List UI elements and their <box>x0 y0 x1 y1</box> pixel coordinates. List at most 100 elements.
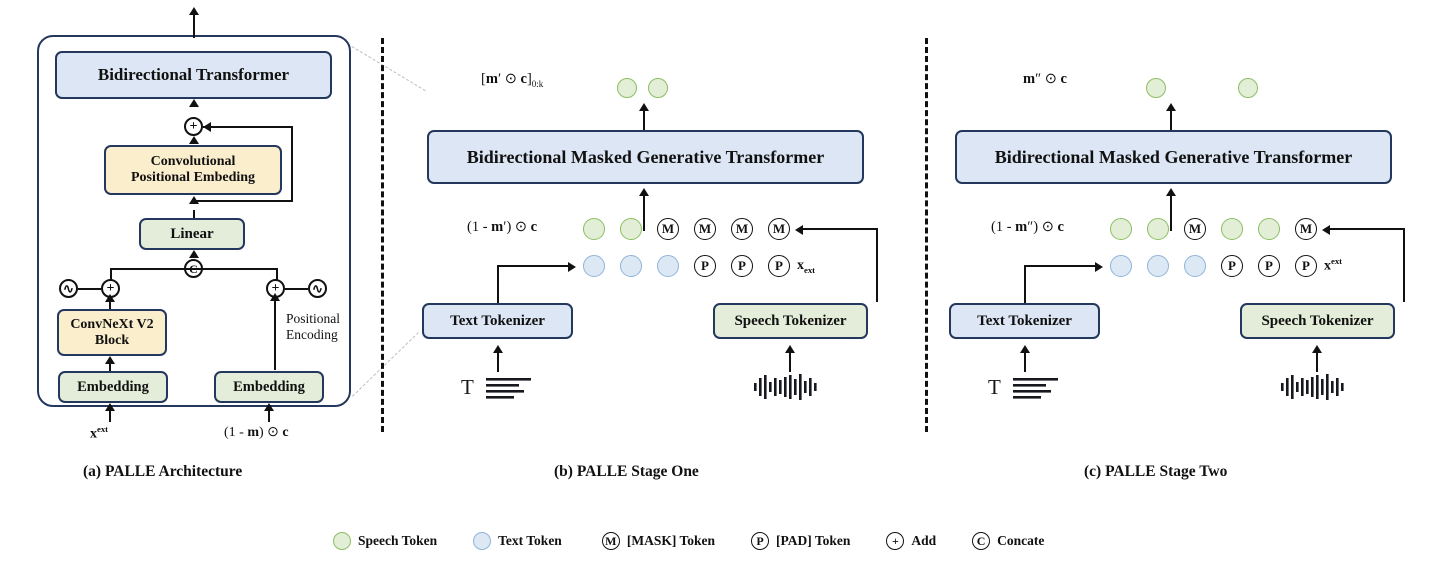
panel-c-text-arrow-h <box>1024 265 1097 267</box>
panel-a-conv-out-arrowhead <box>189 136 199 144</box>
add-icon: + <box>886 532 905 550</box>
panel-c-text-tokenizer-in-arrowhead <box>1020 345 1030 353</box>
panel-b-row-top-token-2: M <box>657 218 679 240</box>
panel-c-transformer-box[interactable]: Bidirectional Masked Generative Transfor… <box>955 130 1392 184</box>
panel-b-row-bottom-token-0 <box>583 255 605 277</box>
panel-b-transformer-in-line <box>643 196 645 231</box>
panel-a-input-left-line <box>109 408 111 422</box>
panel-c-row-top-token-5: M <box>1295 218 1317 240</box>
panel-b-row-bottom-token-4: P <box>731 255 753 277</box>
panel-b-output-label: [m′ ⊙ c]0:k <box>481 71 544 89</box>
panel-c-row-top-token-1 <box>1147 218 1169 240</box>
legend-item-text-token: Text Token <box>473 532 562 550</box>
embedding-right-box[interactable]: Embedding <box>214 371 324 403</box>
panel-c-input-label: (1 - m″) ⊙ c <box>991 219 1064 235</box>
zoom-guide-top <box>351 46 426 92</box>
panel-c-speech-arrow-v <box>1403 228 1405 302</box>
panel-c-transformer-out-line <box>1170 110 1172 132</box>
panel-b-transformer-box[interactable]: Bidirectional Masked Generative Transfor… <box>427 130 864 184</box>
panel-b-speech-arrow-v <box>876 228 878 302</box>
panel-c-ext-label: xext <box>1324 256 1343 274</box>
conv-pos-embedding-line2: Positional Embeding <box>130 170 256 185</box>
divider-a-b <box>381 38 384 432</box>
legend-label-mask-token: [MASK] Token <box>626 533 715 548</box>
panel-a-input-right-label: (1 - m) ⊙ c <box>224 425 289 440</box>
positional-encoding-line1: Positional <box>286 311 341 326</box>
panel-c-transformer-in-arrowhead <box>1166 188 1176 196</box>
panel-c-text-arrow-v <box>1024 265 1026 303</box>
bidirectional-transformer-box[interactable]: Bidirectional Transformer <box>55 51 332 99</box>
pad-token-icon: P <box>750 532 769 550</box>
panel-b-input-label: (1 - m′) ⊙ c <box>467 219 538 235</box>
legend-item-speech-token: Speech Token <box>333 532 437 550</box>
panel-b-row-bottom-token-1 <box>620 255 642 277</box>
panel-c-speech-tokenizer-box[interactable]: Speech Tokenizer <box>1240 303 1395 339</box>
panel-a-input-left-label: xext <box>90 424 109 442</box>
text-token-icon <box>473 532 492 550</box>
convnext-line1: ConvNeXt V2 <box>70 316 154 332</box>
panel-c-row-bottom-token-1 <box>1147 255 1169 277</box>
panel-b-text-tokenizer-box[interactable]: Text Tokenizer <box>422 303 573 339</box>
panel-b-row-top-token-0 <box>583 218 605 240</box>
panel-c-speech-arrow-h <box>1330 228 1405 230</box>
panel-a-residual-arrowhead <box>203 122 211 132</box>
panel-c-caption: (c) PALLE Stage Two <box>1084 463 1228 480</box>
embedding-left-box[interactable]: Embedding <box>58 371 168 403</box>
panel-c-speech-arrowhead <box>1322 225 1330 235</box>
panel-a-convnext-out-line <box>109 299 111 311</box>
panel-a-concat-branch-right <box>276 268 278 288</box>
panel-c-row-bottom-token-3: P <box>1221 255 1243 277</box>
legend: Speech Token Text Token M [MASK] Token P… <box>333 532 1044 550</box>
legend-label-speech-token: Speech Token <box>358 533 438 548</box>
legend-item-mask-token: M [MASK] Token <box>601 532 715 550</box>
panel-a-residual-right <box>291 126 293 202</box>
panel-a-sine-right-connector <box>285 288 308 290</box>
panel-a-input-left-arrowhead <box>105 403 115 411</box>
panel-c-row-top-token-2: M <box>1184 218 1206 240</box>
sine-wave-right-icon: ∿ <box>308 279 327 298</box>
panel-b-row-top-token-5: M <box>768 218 790 240</box>
panel-c-text-document-icon: T <box>988 375 1058 399</box>
panel-c-speech-tokenizer-in-line <box>1316 352 1318 372</box>
panel-b-row-top-token-4: M <box>731 218 753 240</box>
panel-b-transformer-in-arrowhead <box>639 188 649 196</box>
panel-c-row-top-token-0 <box>1110 218 1132 240</box>
panel-c-output-token-0 <box>1146 78 1166 98</box>
sine-wave-left-icon: ∿ <box>59 279 78 298</box>
convnext-v2-block-box[interactable]: ConvNeXt V2 Block <box>57 309 167 356</box>
panel-c-row-bottom-token-4: P <box>1258 255 1280 277</box>
panel-a-linear-out-arrowhead <box>189 196 199 204</box>
panel-c-row-bottom-token-0 <box>1110 255 1132 277</box>
legend-label-concate: Concate <box>997 533 1045 548</box>
linear-box[interactable]: Linear <box>139 218 245 250</box>
panel-b-speech-arrowhead <box>795 225 803 235</box>
panel-a-linear-out-line <box>193 210 195 222</box>
panel-a-residual-bottom <box>193 200 293 202</box>
legend-item-concate: C Concate <box>972 532 1044 550</box>
panel-b-speech-tokenizer-box[interactable]: Speech Tokenizer <box>713 303 868 339</box>
panel-c-audio-waveform-icon <box>1281 374 1344 400</box>
speech-token-icon <box>333 532 351 550</box>
panel-a-convnext-out-arrowhead <box>105 294 115 302</box>
panel-a-residual-top <box>203 126 293 128</box>
panel-a-embedding-left-out-line <box>109 362 111 374</box>
panel-b-row-bottom-token-3: P <box>694 255 716 277</box>
panel-a-embedding-right-out-line <box>274 298 276 370</box>
panel-a-embedding-left-out-arrowhead <box>105 356 115 364</box>
panel-b-caption: (b) PALLE Stage One <box>554 463 699 480</box>
add-operator-icon: + <box>184 117 203 136</box>
panel-c-text-tokenizer-box[interactable]: Text Tokenizer <box>949 303 1100 339</box>
divider-b-c <box>925 38 928 432</box>
panel-a-output-arrowhead <box>189 7 199 15</box>
panel-b-row-top-token-3: M <box>694 218 716 240</box>
panel-c-text-tokenizer-in-line <box>1024 352 1026 372</box>
panel-b-text-tokenizer-in-arrowhead <box>493 345 503 353</box>
convolutional-positional-embedding-box[interactable]: Convolutional Positional Embeding <box>104 145 282 195</box>
panel-a-concat-branch <box>110 268 278 270</box>
legend-label-pad-token: [PAD] Token <box>775 533 851 548</box>
panel-b-text-document-icon: T <box>461 375 531 399</box>
panel-b-text-arrow-h <box>497 265 570 267</box>
panel-c-row-top-token-4 <box>1258 218 1280 240</box>
panel-b-speech-arrow-h <box>803 228 878 230</box>
